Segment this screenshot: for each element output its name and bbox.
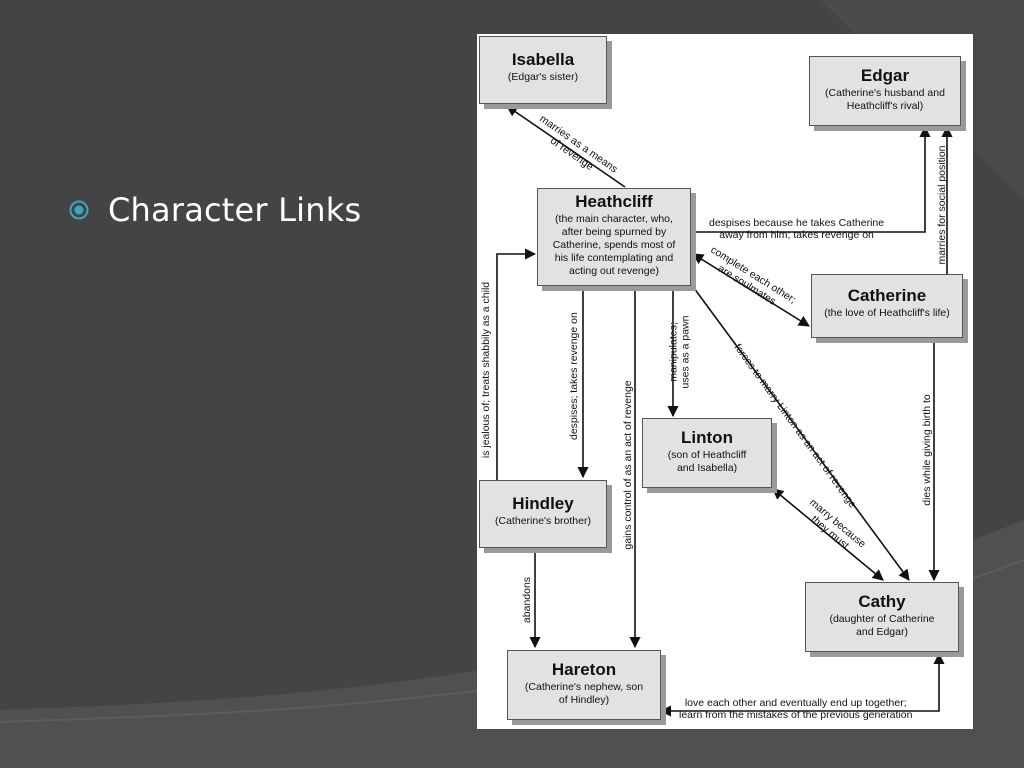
node-cathy: Cathy (daughter of Catherine and Edgar) bbox=[805, 582, 959, 652]
label-despises-takes-catherine: despises because he takes Catherine away… bbox=[709, 217, 885, 241]
node-name: Heathcliff bbox=[575, 192, 653, 211]
arrow-hindley-heathcliff bbox=[496, 248, 537, 480]
label-abandons: abandons bbox=[521, 576, 533, 624]
node-desc: (Catherine's brother) bbox=[495, 515, 591, 527]
node-name: Hindley bbox=[512, 494, 574, 513]
node-catherine: Catherine (the love of Heathcliff's life… bbox=[811, 274, 963, 338]
node-hareton: Hareton (Catherine's nephew, son of Hind… bbox=[507, 650, 661, 720]
link-arrows bbox=[496, 105, 953, 717]
node-desc: and Isabella) bbox=[676, 462, 738, 474]
node-desc: (Catherine's husband and bbox=[825, 87, 945, 99]
label-love-each-other: love each other and eventually end up to… bbox=[679, 697, 913, 721]
circle-bullet-icon bbox=[69, 200, 89, 220]
node-name: Linton bbox=[681, 428, 733, 447]
node-desc: Heathcliff's rival) bbox=[846, 100, 924, 112]
node-name: Catherine bbox=[847, 286, 927, 305]
label-marries-social: marries for social position bbox=[936, 145, 948, 265]
node-desc: (son of Heathcliff bbox=[667, 449, 747, 461]
node-isabella: Isabella (Edgar's sister) bbox=[479, 36, 607, 104]
arrow-hareton-cathy bbox=[659, 652, 945, 717]
label-manipulates: manipulates; uses as a pawn bbox=[667, 315, 692, 389]
node-desc: acting out revenge) bbox=[569, 265, 659, 277]
arrow-heathcliff-edgar bbox=[691, 125, 931, 233]
node-desc: (Edgar's sister) bbox=[507, 71, 579, 83]
node-name: Isabella bbox=[511, 50, 575, 69]
label-dies-birth: dies while giving birth to bbox=[921, 394, 933, 506]
bullet-text: Character Links bbox=[108, 191, 362, 229]
label-gains-control: gains control of as an act of revenge bbox=[622, 380, 634, 550]
node-name: Hareton bbox=[551, 660, 617, 679]
node-desc: his life contemplating and bbox=[554, 252, 674, 264]
node-edgar: Edgar (Catherine's husband and Heathclif… bbox=[809, 56, 961, 126]
node-heathcliff: Heathcliff (the main character, who, aft… bbox=[537, 188, 691, 286]
label-jealous: is jealous of; treats shabbily as a chil… bbox=[480, 281, 492, 459]
node-desc: Catherine, spends most of bbox=[552, 239, 676, 251]
node-desc: (daughter of Catherine bbox=[829, 613, 935, 625]
label-despises-revenge: despises; takes revenge on bbox=[568, 312, 580, 440]
node-desc: of Hindley) bbox=[558, 694, 610, 706]
node-desc: (the main character, who, bbox=[555, 213, 673, 225]
bullet-item: Character Links bbox=[68, 188, 361, 232]
arrow-linton-cathy bbox=[772, 488, 884, 581]
arrow-heathcliff-catherine bbox=[692, 253, 810, 327]
arrow-heathcliff-isabella bbox=[506, 105, 626, 188]
node-desc: (Catherine's nephew, son bbox=[524, 681, 644, 693]
node-hindley: Hindley (Catherine's brother) bbox=[479, 480, 607, 548]
node-name: Edgar bbox=[860, 66, 910, 85]
character-links-diagram: Isabella (Edgar's sister) Edgar (Catheri… bbox=[477, 34, 973, 729]
node-name: Cathy bbox=[858, 592, 906, 611]
node-desc: after being spurned by bbox=[561, 226, 667, 238]
node-linton: Linton (son of Heathcliff and Isabella) bbox=[642, 418, 772, 488]
node-desc: (the love of Heathcliff's life) bbox=[824, 307, 950, 319]
node-desc: and Edgar) bbox=[856, 626, 908, 638]
